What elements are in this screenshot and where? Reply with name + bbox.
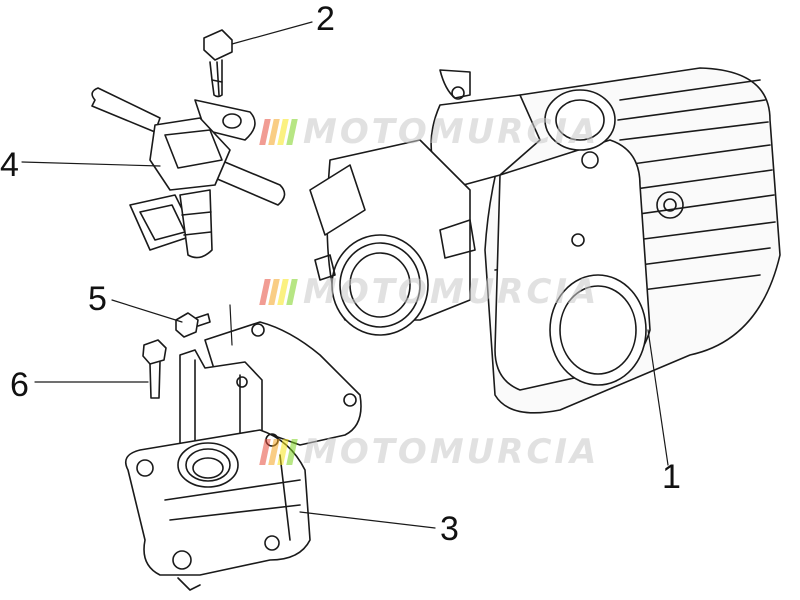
leader-line-3 <box>299 511 436 529</box>
throttle-body <box>309 67 781 414</box>
watermark-bottom: MOTOMURCIA <box>259 432 600 472</box>
callout-4: 4 <box>0 146 19 184</box>
leader-line-2 <box>231 21 313 45</box>
callout-2: 2 <box>316 0 335 38</box>
watermark-bars <box>259 439 298 465</box>
callout-5: 5 <box>88 280 107 318</box>
fuel-injector-part-4 <box>91 87 286 259</box>
watermark-top: MOTOMURCIA <box>259 112 600 152</box>
leader-line-4 <box>21 161 161 167</box>
callout-6: 6 <box>10 366 29 404</box>
watermark-bars <box>259 279 298 305</box>
watermark-bars <box>259 119 298 145</box>
bolt-part-2 <box>203 29 233 98</box>
watermark-text: MOTOMURCIA <box>303 112 600 152</box>
intake-manifold-part-3 <box>124 321 362 591</box>
bolt-part-6 <box>142 339 167 469</box>
watermark-text: MOTOMURCIA <box>303 432 600 472</box>
leader-line-1 <box>647 329 669 466</box>
leader-line-5b <box>229 304 233 346</box>
callout-1: 1 <box>662 458 681 496</box>
bolt-part-5 <box>175 312 211 338</box>
watermark-text: MOTOMURCIA <box>303 272 600 312</box>
watermark-middle: MOTOMURCIA <box>259 272 600 312</box>
leader-lines <box>21 21 669 529</box>
callout-3: 3 <box>440 510 459 548</box>
leader-line-5 <box>111 299 183 323</box>
